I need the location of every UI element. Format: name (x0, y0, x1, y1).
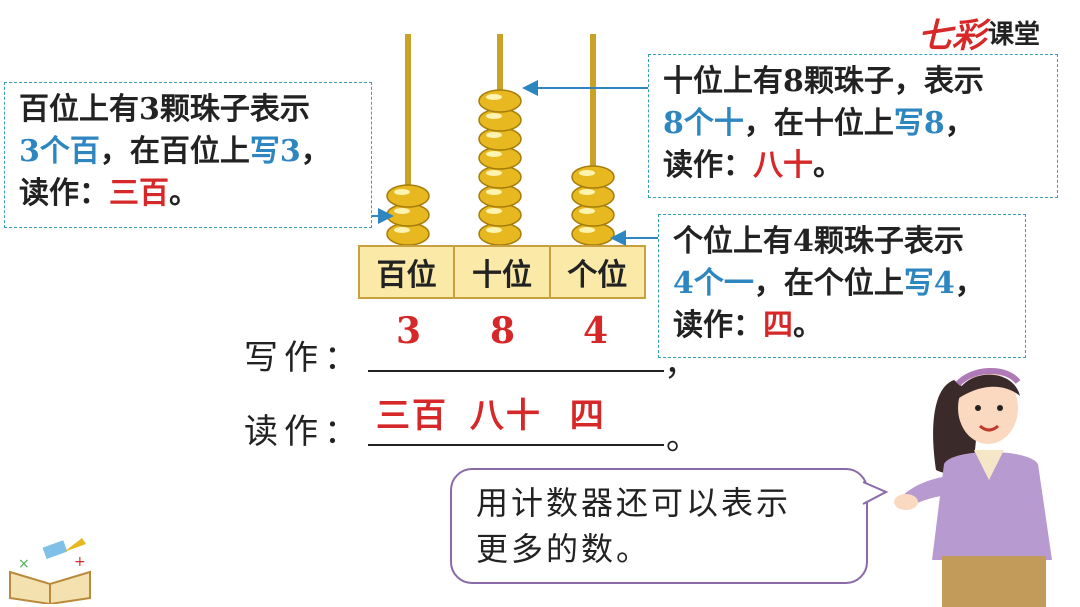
logo: 七彩 课堂 (918, 10, 1041, 56)
teacher-skirt (942, 556, 1046, 607)
abacus-beads (386, 89, 615, 246)
write-answer-line (368, 370, 664, 372)
read-end-mark: 。 (666, 418, 706, 458)
note-hundreds: 百位上有3颗珠子表示 3个百，在百位上写3， 读作：三百。 (4, 82, 372, 228)
bead-highlight (486, 227, 502, 233)
write-digit-hundreds: 3 (396, 310, 422, 352)
teacher-hair-front (956, 374, 1020, 400)
bead-highlight (486, 170, 502, 176)
note-hundreds-line2: 3个百，在百位上写3， (19, 134, 331, 169)
logo-mark: 七彩 (918, 15, 986, 56)
speech-line1: 用计数器还可以表示 (476, 484, 792, 522)
bead-highlight (486, 113, 502, 119)
read-answer-tens: 八十 (469, 396, 542, 436)
teacher-body (932, 452, 1052, 560)
read-answer: 三百 八十 四 (376, 388, 606, 437)
write-end-mark: ， (664, 344, 704, 384)
place-hundreds: 百位 (360, 247, 456, 297)
bead-highlight (579, 170, 595, 176)
read-answer-ones: 四 (569, 396, 606, 436)
read-answer-hundreds: 三百 (376, 396, 448, 436)
speech-bubble: 用计数器还可以表示 更多的数。 (450, 468, 868, 584)
note-ones-line2: 4个一，在个位上写4， (673, 266, 985, 301)
bead-highlight (394, 208, 410, 214)
write-digit-ones: 4 (583, 310, 609, 352)
teacher-collar (974, 450, 1004, 480)
note-tens-line3: 读作：八十。 (663, 148, 843, 183)
bead-highlight (579, 208, 595, 214)
note-ones: 个位上有4颗珠子表示 4个一，在个位上写4， 读作：四。 (658, 214, 1026, 358)
abacus-base: 百位 十位 个位 (358, 245, 646, 299)
bead-highlight (486, 208, 502, 214)
place-tens: 十位 (455, 247, 551, 297)
svg-text:×: × (18, 556, 30, 572)
teacher-hand (894, 494, 918, 510)
teacher-hairband (955, 367, 1021, 387)
note-tens-line1: 十位上有8颗珠子，表示 (663, 64, 984, 99)
write-digit-tens: 8 (490, 310, 516, 352)
note-hundreds-line1: 百位上有3颗珠子表示 (19, 92, 310, 127)
speech-line2: 更多的数。 (476, 530, 652, 568)
svg-text:+: + (74, 554, 86, 570)
speech-bubble-tail (862, 481, 888, 505)
teacher-eye-right (997, 405, 1003, 411)
teacher-illustration (894, 367, 1052, 607)
teacher-eye-left (975, 405, 981, 411)
note-tens: 十位上有8颗珠子，表示 8个十，在十位上写8， 读作：八十。 (648, 54, 1058, 198)
bead-highlight (394, 189, 410, 195)
place-ones: 个位 (567, 258, 628, 293)
rod-hundreds (405, 34, 411, 248)
bead-highlight (579, 189, 595, 195)
bead-highlight (486, 94, 502, 100)
abacus (386, 34, 615, 248)
book-icon: × + (9, 538, 91, 604)
note-ones-line3: 读作：四。 (673, 308, 823, 343)
bead-highlight (486, 132, 502, 138)
note-tens-line2: 8个十，在十位上写8， (663, 106, 975, 141)
teacher-mouth (979, 424, 999, 432)
read-answer-line (368, 444, 664, 446)
rod-ones (590, 34, 596, 248)
bead-highlight (486, 151, 502, 157)
note-hundreds-line3: 读作：三百。 (19, 176, 199, 211)
bead-highlight (486, 189, 502, 195)
read-label: 读作： (244, 412, 364, 452)
logo-text: 课堂 (988, 19, 1041, 50)
write-label: 写作： (244, 338, 364, 378)
bead-highlight (394, 227, 410, 233)
note-ones-line1: 个位上有4颗珠子表示 (673, 224, 964, 259)
bead-highlight (579, 227, 595, 233)
